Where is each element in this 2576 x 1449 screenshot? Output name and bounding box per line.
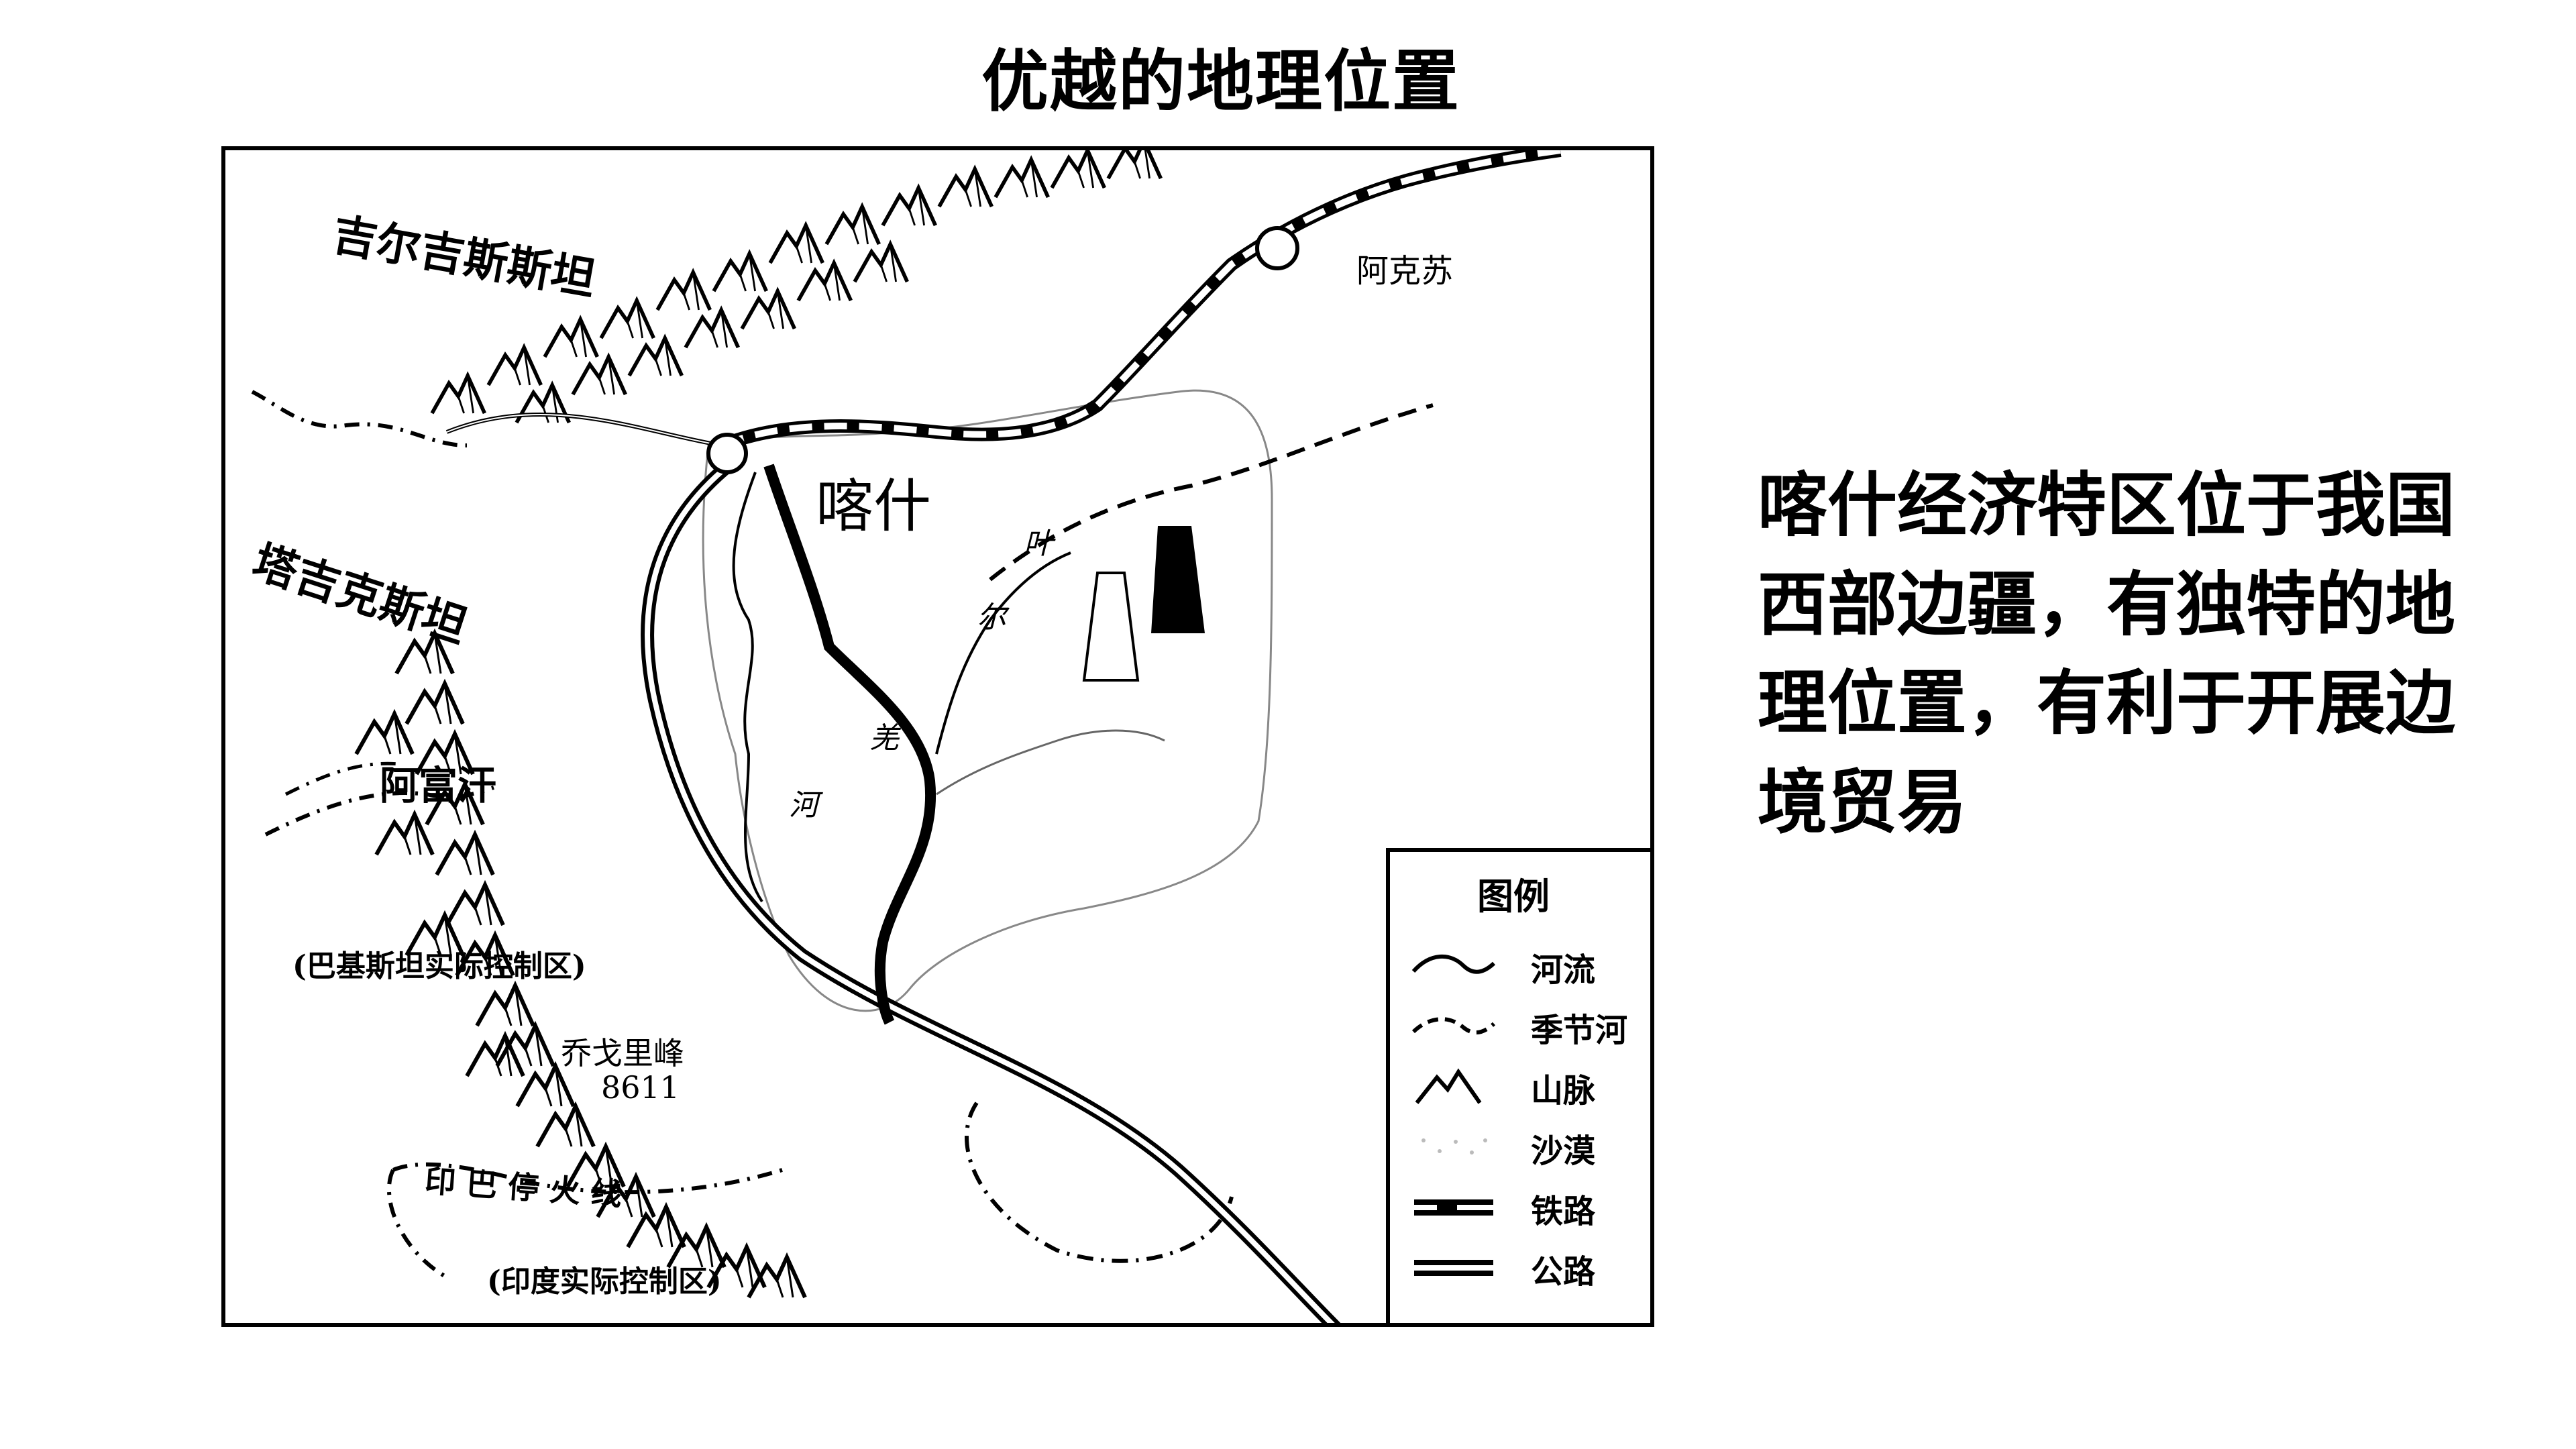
desert-icon: [1421, 1138, 1487, 1155]
legend-label: 公路: [1531, 1253, 1596, 1291]
border-line-afghan: [264, 786, 494, 837]
seasonal-river: [989, 403, 1434, 582]
legend-label: 季节河: [1531, 1012, 1628, 1049]
desert-boundary: [702, 389, 1273, 1012]
legend-item-desert: 沙漠: [1390, 1120, 1650, 1174]
label-river-char: 叶: [1024, 527, 1053, 561]
river-east-branch: [935, 551, 1071, 755]
legend-label: 铁路: [1531, 1193, 1596, 1230]
mountain-icon: [1415, 1068, 1482, 1104]
legend-label: 沙漠: [1531, 1132, 1596, 1170]
border-line-kyrgyz-tajik: [251, 390, 468, 447]
label-river-char: 河: [789, 788, 818, 822]
desert-marker-black: [1151, 526, 1205, 633]
legend-item-seasonal-river: 季节河: [1390, 1000, 1650, 1053]
legend-item-river: 河流: [1390, 939, 1650, 993]
legend-item-railway: 铁路: [1390, 1181, 1650, 1234]
river-tarim: [936, 729, 1165, 796]
label-pakistan: (巴基斯坦实际控制区): [292, 949, 586, 983]
railway-icon: [1414, 1199, 1493, 1216]
label-aksu: 阿克苏: [1356, 252, 1454, 290]
slide-title: 优越的地理位置: [981, 42, 1460, 121]
map-legend: 图例 河流 季节河 山脉 沙漠 铁路 公路: [1386, 848, 1650, 1323]
legend-label: 河流: [1531, 951, 1596, 989]
city-aksu-marker: [1255, 226, 1299, 270]
legend-item-highway: 公路: [1390, 1241, 1650, 1295]
border-line-india: [392, 1162, 783, 1195]
yarkand-river: [763, 464, 936, 1025]
label-qogir-height: 8611: [601, 1069, 680, 1106]
label-kashgar: 喀什: [816, 473, 931, 540]
desert-marker-white: [1082, 572, 1140, 682]
highway-west-inner: [446, 414, 722, 446]
border-line-southeast: [965, 1102, 1234, 1263]
slide-description: 喀什经济特区位于我国西部边疆，有独特的地理位置，有利于开展边境贸易: [1758, 464, 2456, 844]
river-west-branch: [732, 472, 763, 903]
border-line-afghan-2: [284, 761, 400, 796]
legend-title: 图例: [1477, 875, 1550, 918]
seasonal-river-icon: [1411, 1017, 1496, 1035]
railway: [719, 150, 1562, 452]
map-canvas: [251, 150, 1562, 1323]
label-afghanistan: 阿富汗: [380, 763, 497, 808]
highway-icon: [1414, 1260, 1493, 1276]
city-kashgar-marker: [706, 433, 748, 474]
label-qogir-peak: 乔戈里峰: [561, 1035, 684, 1071]
legend-label: 山脉: [1531, 1072, 1596, 1110]
label-river-char: 尔: [977, 600, 1006, 635]
border-line-india-2: [386, 1169, 448, 1279]
river-icon: [1411, 955, 1496, 974]
label-india: (印度实际控制区): [487, 1265, 722, 1299]
legend-item-mountain: 山脉: [1390, 1060, 1650, 1114]
map-frame: 吉尔吉斯斯坦 塔吉克斯坦 阿富汗 (巴基斯坦实际控制区) 乔戈里峰 8611 印…: [221, 146, 1654, 1327]
label-river-char: 羌: [869, 721, 899, 755]
